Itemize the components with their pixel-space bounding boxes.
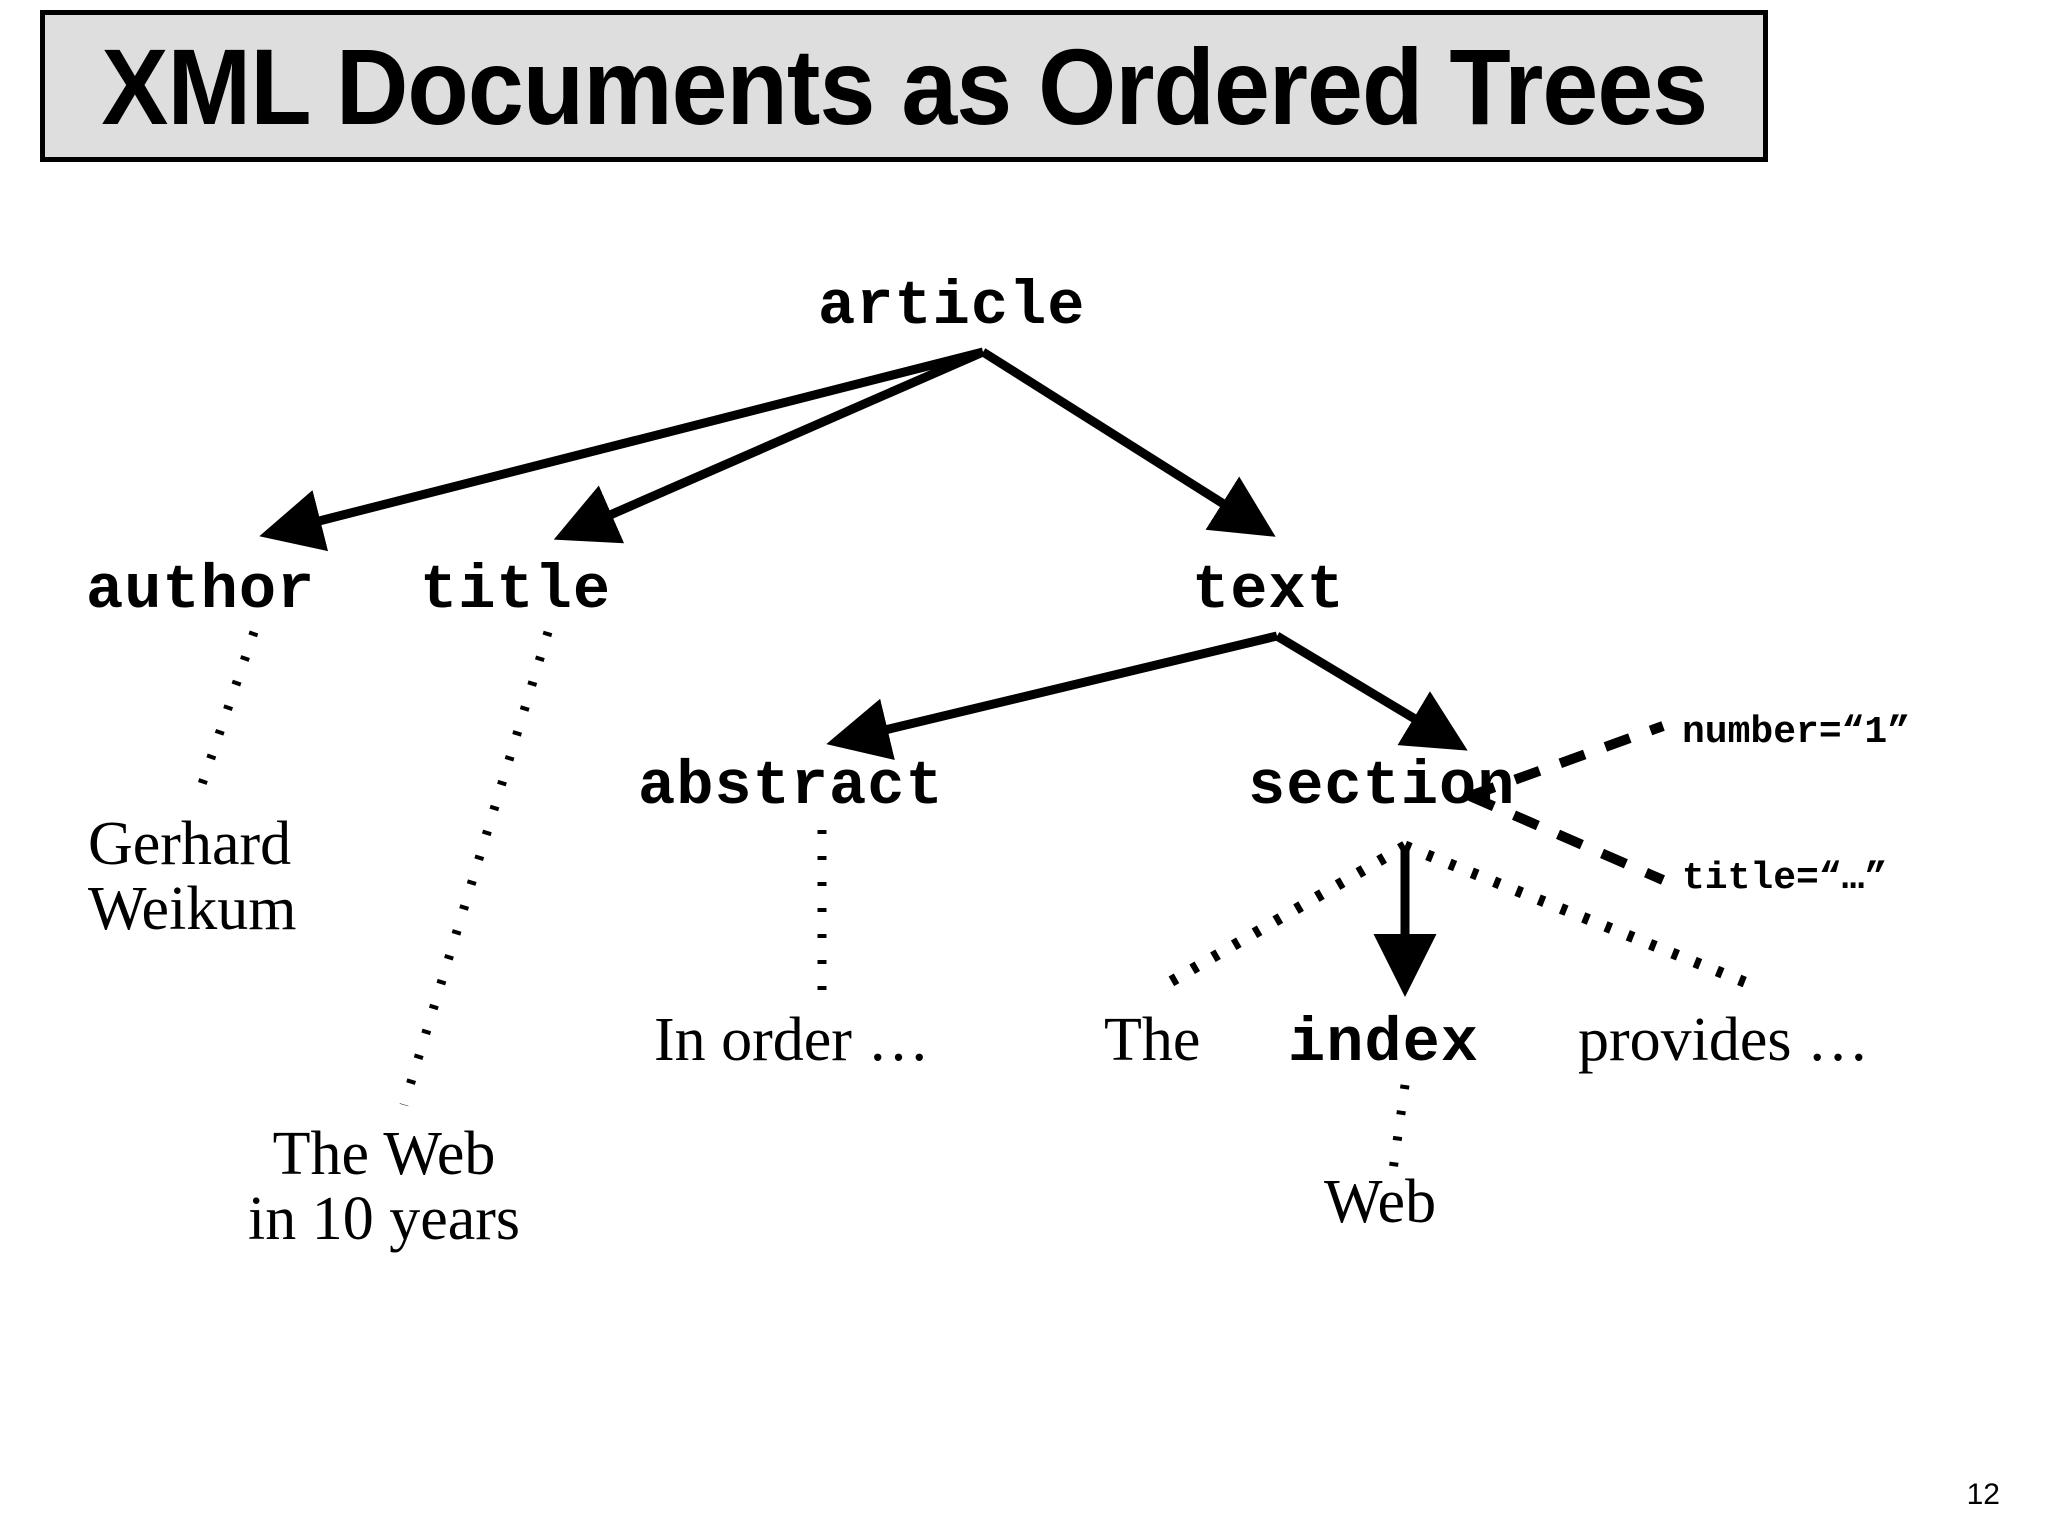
page-title: XML Documents as Ordered Trees xyxy=(101,25,1708,147)
tree-node-section: section xyxy=(1248,751,1516,822)
tree-text-node-author: Gerhard Weikum xyxy=(88,810,297,944)
tree-text-node-author-line1: Gerhard xyxy=(88,810,292,878)
tree-text-node-title-line2: in 10 years xyxy=(248,1185,521,1254)
tree-text-node-section-provides: provides … xyxy=(1578,1006,1870,1074)
tree-node-article: article xyxy=(818,271,1086,342)
edge-title-text-node xyxy=(399,630,553,1107)
edge-article-author xyxy=(259,347,985,552)
slide-title-bar: XML Documents as Ordered Trees xyxy=(40,10,1768,162)
edge-index-text-node xyxy=(1388,1084,1410,1171)
tree-node-index: index xyxy=(1288,1008,1480,1079)
tree-attribute-title: title=“…” xyxy=(1682,857,1888,900)
edge-article-title xyxy=(553,347,985,544)
edge-text-section xyxy=(1274,632,1468,751)
tree-text-node-title: The Web in 10 years xyxy=(248,1120,521,1254)
tree-text-node-abstract: In order … xyxy=(654,1006,930,1074)
tree-text-node-author-line2: Weikum xyxy=(88,875,297,944)
edge-article-text xyxy=(980,348,1276,537)
tree-attribute-number: number=“1” xyxy=(1682,711,1911,754)
tree-node-title: title xyxy=(420,555,612,626)
tree-node-text: text xyxy=(1192,555,1345,626)
tree-text-node-index: Web xyxy=(1324,1168,1437,1236)
edge-author-text-node xyxy=(195,630,259,792)
slide-page-number: 12 xyxy=(1966,1478,2000,1511)
edge-section-text-the xyxy=(1162,841,1408,990)
edge-text-abstract xyxy=(826,631,1279,761)
tree-text-node-title-line1: The Web xyxy=(272,1120,496,1188)
tree-node-abstract: abstract xyxy=(638,751,944,822)
tree-text-node-section-the: The xyxy=(1104,1006,1201,1074)
tree-node-author: author xyxy=(86,555,316,626)
